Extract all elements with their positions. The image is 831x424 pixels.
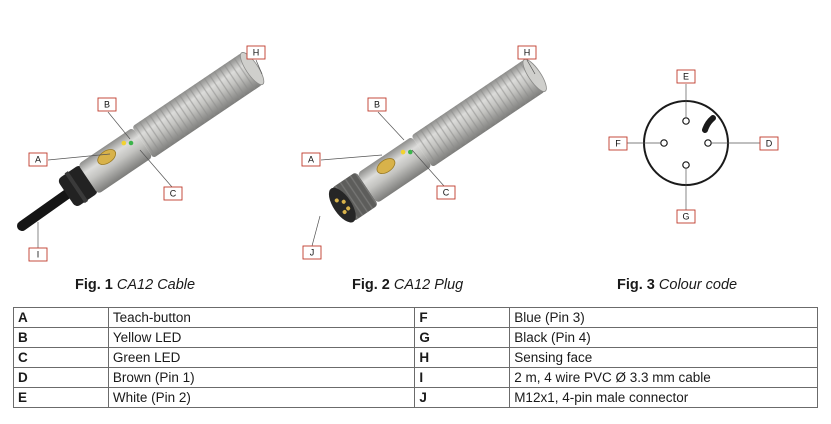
legend-key: G xyxy=(414,327,511,348)
svg-text:J: J xyxy=(310,248,315,258)
legend-key: C xyxy=(13,347,109,368)
sensor-housing xyxy=(79,129,152,193)
table-row: C Green LED H Sensing face xyxy=(13,347,818,368)
pin-3 xyxy=(660,139,668,147)
table-row: E White (Pin 2) J M12x1, 4-pin male conn… xyxy=(13,387,818,408)
table-row: B Yellow LED G Black (Pin 4) xyxy=(13,327,818,348)
sensor-housing xyxy=(358,138,431,202)
legend-key: B xyxy=(13,327,109,348)
caption-fig3: Fig. 3 Colour code xyxy=(617,277,737,293)
callout-h-fig1: H xyxy=(246,45,266,60)
legend-value: M12x1, 4-pin male connector xyxy=(509,387,818,408)
green-led xyxy=(407,149,413,155)
svg-text:A: A xyxy=(35,155,41,165)
legend-key: A xyxy=(13,307,109,328)
caption-fig1-number: Fig. 1 xyxy=(75,277,113,293)
callout-f: F xyxy=(608,136,628,151)
callout-c-fig1: C xyxy=(163,186,183,201)
svg-text:E: E xyxy=(683,72,689,82)
pin-2 xyxy=(682,117,690,125)
pin-4 xyxy=(682,161,690,169)
figures-illustration: A B C H I A B C H J xyxy=(17,45,779,262)
svg-text:B: B xyxy=(104,100,110,110)
callout-e: E xyxy=(676,69,696,84)
caption-fig2: Fig. 2 CA12 Plug xyxy=(352,277,463,293)
legend-value: Black (Pin 4) xyxy=(509,327,818,348)
callout-b-fig1: B xyxy=(97,97,117,112)
caption-fig2-number: Fig. 2 xyxy=(352,277,390,293)
legend-value: Yellow LED xyxy=(107,327,416,348)
connector-face xyxy=(328,187,356,223)
legend-table: A Teach-button F Blue (Pin 3) B Yellow L… xyxy=(13,307,818,408)
cable xyxy=(17,187,75,231)
caption-fig1: Fig. 1 CA12 Cable xyxy=(75,277,195,293)
pin-1 xyxy=(704,139,712,147)
svg-text:I: I xyxy=(37,250,40,260)
caption-fig2-title: CA12 Plug xyxy=(393,277,464,293)
key-notch xyxy=(702,115,716,133)
sensor-cable-drawing xyxy=(17,52,265,231)
callout-a-fig2: A xyxy=(301,152,321,167)
svg-text:H: H xyxy=(253,48,260,58)
caption-fig3-number: Fig. 3 xyxy=(617,277,655,293)
legend-key: E xyxy=(13,387,109,408)
legend-key: F xyxy=(414,307,511,328)
callout-a-fig1: A xyxy=(28,152,48,167)
legend-key: D xyxy=(13,367,109,388)
legend-value: 2 m, 4 wire PVC Ø 3.3 mm cable xyxy=(509,367,818,388)
teach-button xyxy=(97,149,117,165)
callout-g: G xyxy=(676,209,696,224)
caption-fig1-title: CA12 Cable xyxy=(116,277,196,293)
callout-h-fig2: H xyxy=(517,45,537,60)
callout-j-fig2: J xyxy=(302,245,322,260)
sensing-face xyxy=(239,52,265,86)
svg-text:C: C xyxy=(170,189,177,199)
legend-value: Green LED xyxy=(107,347,416,368)
teach-button xyxy=(376,158,396,174)
callout-d: D xyxy=(759,136,779,151)
legend-key: H xyxy=(414,347,511,368)
callout-i-fig1: I xyxy=(28,247,48,262)
callout-c-fig2: C xyxy=(436,185,456,200)
legend-value: White (Pin 2) xyxy=(107,387,416,408)
yellow-led xyxy=(121,140,127,146)
svg-text:G: G xyxy=(682,212,689,222)
svg-text:C: C xyxy=(443,188,450,198)
svg-text:D: D xyxy=(766,139,773,149)
legend-value: Blue (Pin 3) xyxy=(509,307,818,328)
callout-b-fig2: B xyxy=(367,97,387,112)
legend-value: Sensing face xyxy=(509,347,818,368)
svg-text:H: H xyxy=(524,48,531,58)
legend-value: Teach-button xyxy=(107,307,416,328)
table-row: D Brown (Pin 1) I 2 m, 4 wire PVC Ø 3.3 … xyxy=(13,367,818,388)
svg-text:A: A xyxy=(308,155,314,165)
pin-colour-code-drawing xyxy=(627,84,760,210)
yellow-led xyxy=(400,149,406,155)
sensing-face xyxy=(522,58,547,92)
legend-key: J xyxy=(414,387,511,408)
green-led xyxy=(128,140,134,146)
svg-text:B: B xyxy=(374,100,380,110)
sensor-plug-drawing xyxy=(328,58,547,223)
caption-fig3-title: Colour code xyxy=(658,277,738,293)
legend-value: Brown (Pin 1) xyxy=(107,367,416,388)
table-row: A Teach-button F Blue (Pin 3) xyxy=(13,307,818,328)
svg-text:F: F xyxy=(615,139,621,149)
legend-key: I xyxy=(414,367,511,388)
